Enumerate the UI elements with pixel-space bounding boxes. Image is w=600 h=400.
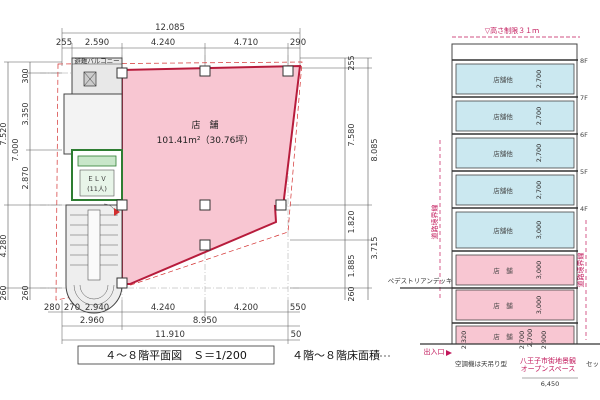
bottom-dim-b: 2,700 bbox=[518, 331, 526, 350]
unit-label: 店舗他 bbox=[493, 75, 513, 84]
dim-right-r7: 260 bbox=[347, 286, 356, 301]
shop-area bbox=[121, 64, 302, 285]
balcony-label: 避難バルコニー bbox=[74, 56, 119, 65]
elevator-capacity: (11人) bbox=[87, 185, 107, 193]
dim-right-r1: 255 bbox=[347, 55, 356, 70]
floor-label: 5F bbox=[580, 168, 588, 176]
dim-bottom-left-a: 280 bbox=[44, 303, 60, 313]
dim-bottom-b2: 8.950 bbox=[193, 316, 217, 326]
unit-dim: 2,700 bbox=[535, 107, 543, 126]
dim-top-seg3: 4.710 bbox=[234, 38, 258, 48]
bottom-dim-a: 2,320 bbox=[460, 331, 468, 350]
dim-bottom-left-b: 270 bbox=[64, 303, 80, 313]
plan-caption: ４～８階平面図 Ｓ＝1/200 bbox=[105, 348, 247, 362]
road-boundary-left: 道路境界線 bbox=[430, 205, 439, 240]
bottom-dim-c: 2,900 bbox=[540, 331, 548, 350]
dim-left-in1: 300 bbox=[21, 68, 30, 83]
unit-label: 店 舗 bbox=[493, 266, 513, 275]
site-boundary bbox=[55, 61, 303, 301]
unit-label: 店舗他 bbox=[493, 186, 513, 195]
door-arrow-icon bbox=[114, 208, 120, 216]
dim-bottom-right-b: 50 bbox=[291, 330, 302, 340]
unit-label: 店舗他 bbox=[493, 149, 513, 158]
unit-2f bbox=[455, 289, 575, 321]
unit-label: 店舗他 bbox=[493, 112, 513, 121]
dim-bottom-a2: 4.240 bbox=[151, 303, 175, 313]
height-limit-label: ▽高さ制限３１ｍ bbox=[485, 26, 539, 35]
aircon-note: 空調機は天吊り型 bbox=[455, 359, 508, 368]
unit-dim: 2,700 bbox=[535, 70, 543, 89]
unit-label: 店舗他 bbox=[493, 226, 513, 235]
unit-7f bbox=[455, 100, 575, 132]
dim-right-r2: 7.580 bbox=[347, 124, 356, 147]
road-boundary-right: 道路境界線 bbox=[576, 253, 585, 288]
dim-left-in2: 3.350 bbox=[21, 103, 30, 126]
elevator-door bbox=[77, 155, 117, 167]
unit-3f bbox=[455, 254, 575, 286]
unit-1f bbox=[455, 325, 575, 345]
unit-dim: 3,000 bbox=[535, 261, 543, 280]
core-wall bbox=[63, 93, 123, 155]
unit-4f bbox=[455, 211, 575, 249]
unit-5f bbox=[455, 174, 575, 206]
dim-top-seg1: 2.590 bbox=[85, 38, 109, 48]
section-units bbox=[455, 63, 575, 345]
unit-label: 店 舗 bbox=[493, 301, 513, 310]
columns bbox=[116, 65, 294, 289]
unit-dim: 3,000 bbox=[535, 221, 543, 240]
unit-label: 店 舗 bbox=[493, 332, 513, 341]
dim-top-total: 12.085 bbox=[155, 23, 185, 33]
open-space-note2: オープンスペース bbox=[521, 365, 576, 373]
stair-treads bbox=[70, 214, 118, 266]
dim-left-outer2: 4.280 bbox=[0, 235, 8, 258]
floor-area-caption: ４階～８階床面積 bbox=[292, 348, 380, 362]
unit-dim: 3,000 bbox=[535, 296, 543, 315]
dim-bottom-b1: 2.960 bbox=[80, 316, 104, 326]
dim-bottom-a3: 4.200 bbox=[234, 303, 258, 313]
dim-left-in4: 2.870 bbox=[21, 167, 30, 190]
dim-top-seg2: 4.240 bbox=[151, 38, 175, 48]
entrance-label: 出入口 bbox=[424, 347, 445, 356]
floor-slabs bbox=[452, 59, 578, 324]
dim-right-r3: 8.085 bbox=[370, 139, 379, 162]
dim-right-r4: 1.820 bbox=[347, 211, 356, 234]
floor-label: 7F bbox=[580, 94, 588, 102]
unit-8f bbox=[455, 63, 575, 95]
elevator-car bbox=[79, 169, 115, 197]
unit-dim: 2,700 bbox=[535, 144, 543, 163]
dim-left-in3: 7.000 bbox=[11, 139, 20, 162]
dim-left-in5: 260 bbox=[21, 285, 30, 300]
shop-area-text: 101.41m²（30.76坪） bbox=[157, 135, 254, 146]
floor-plan: 12.085 255 2.590 4.240 4.710 290 7.520 4… bbox=[0, 23, 379, 344]
floor-label: 6F bbox=[580, 131, 588, 139]
entrance-arrow-icon bbox=[446, 350, 452, 356]
dim-bottom-right-a: 550 bbox=[290, 303, 306, 313]
plan-caption-box bbox=[77, 345, 275, 365]
dim-left-outer1: 7.520 bbox=[0, 123, 8, 146]
unit-dim: 2,700 bbox=[526, 329, 534, 348]
open-space-note1: 八王子市街地景観 bbox=[520, 356, 576, 365]
dim-bottom-total: 11.910 bbox=[155, 330, 185, 340]
dim-top-right-edge: 290 bbox=[290, 38, 306, 48]
pedestrian-deck-label: ペデストリアンデッキ bbox=[388, 276, 453, 285]
right-cut-label: セッ bbox=[586, 360, 599, 368]
dim-right-r6: 1.885 bbox=[347, 255, 356, 278]
unit-6f bbox=[455, 137, 575, 169]
unit-dim: 2,700 bbox=[535, 181, 543, 200]
floor-label: 8F bbox=[580, 57, 588, 65]
elevator-label: ＥＬＶ bbox=[87, 175, 107, 183]
dim-left-outer3: 260 bbox=[0, 285, 8, 300]
dim-right-r5: 3.715 bbox=[370, 237, 379, 260]
open-space-dim: 6,450 bbox=[541, 380, 560, 388]
dim-top-left-edge: 255 bbox=[56, 38, 72, 48]
dim-bottom-a1: 2.940 bbox=[85, 303, 109, 313]
floor-label: 4F bbox=[580, 205, 588, 213]
section-view: ▽高さ制限３１ｍ 店舗他 店舗他 bbox=[388, 26, 600, 388]
shop-name: 店 舗 bbox=[191, 119, 218, 131]
